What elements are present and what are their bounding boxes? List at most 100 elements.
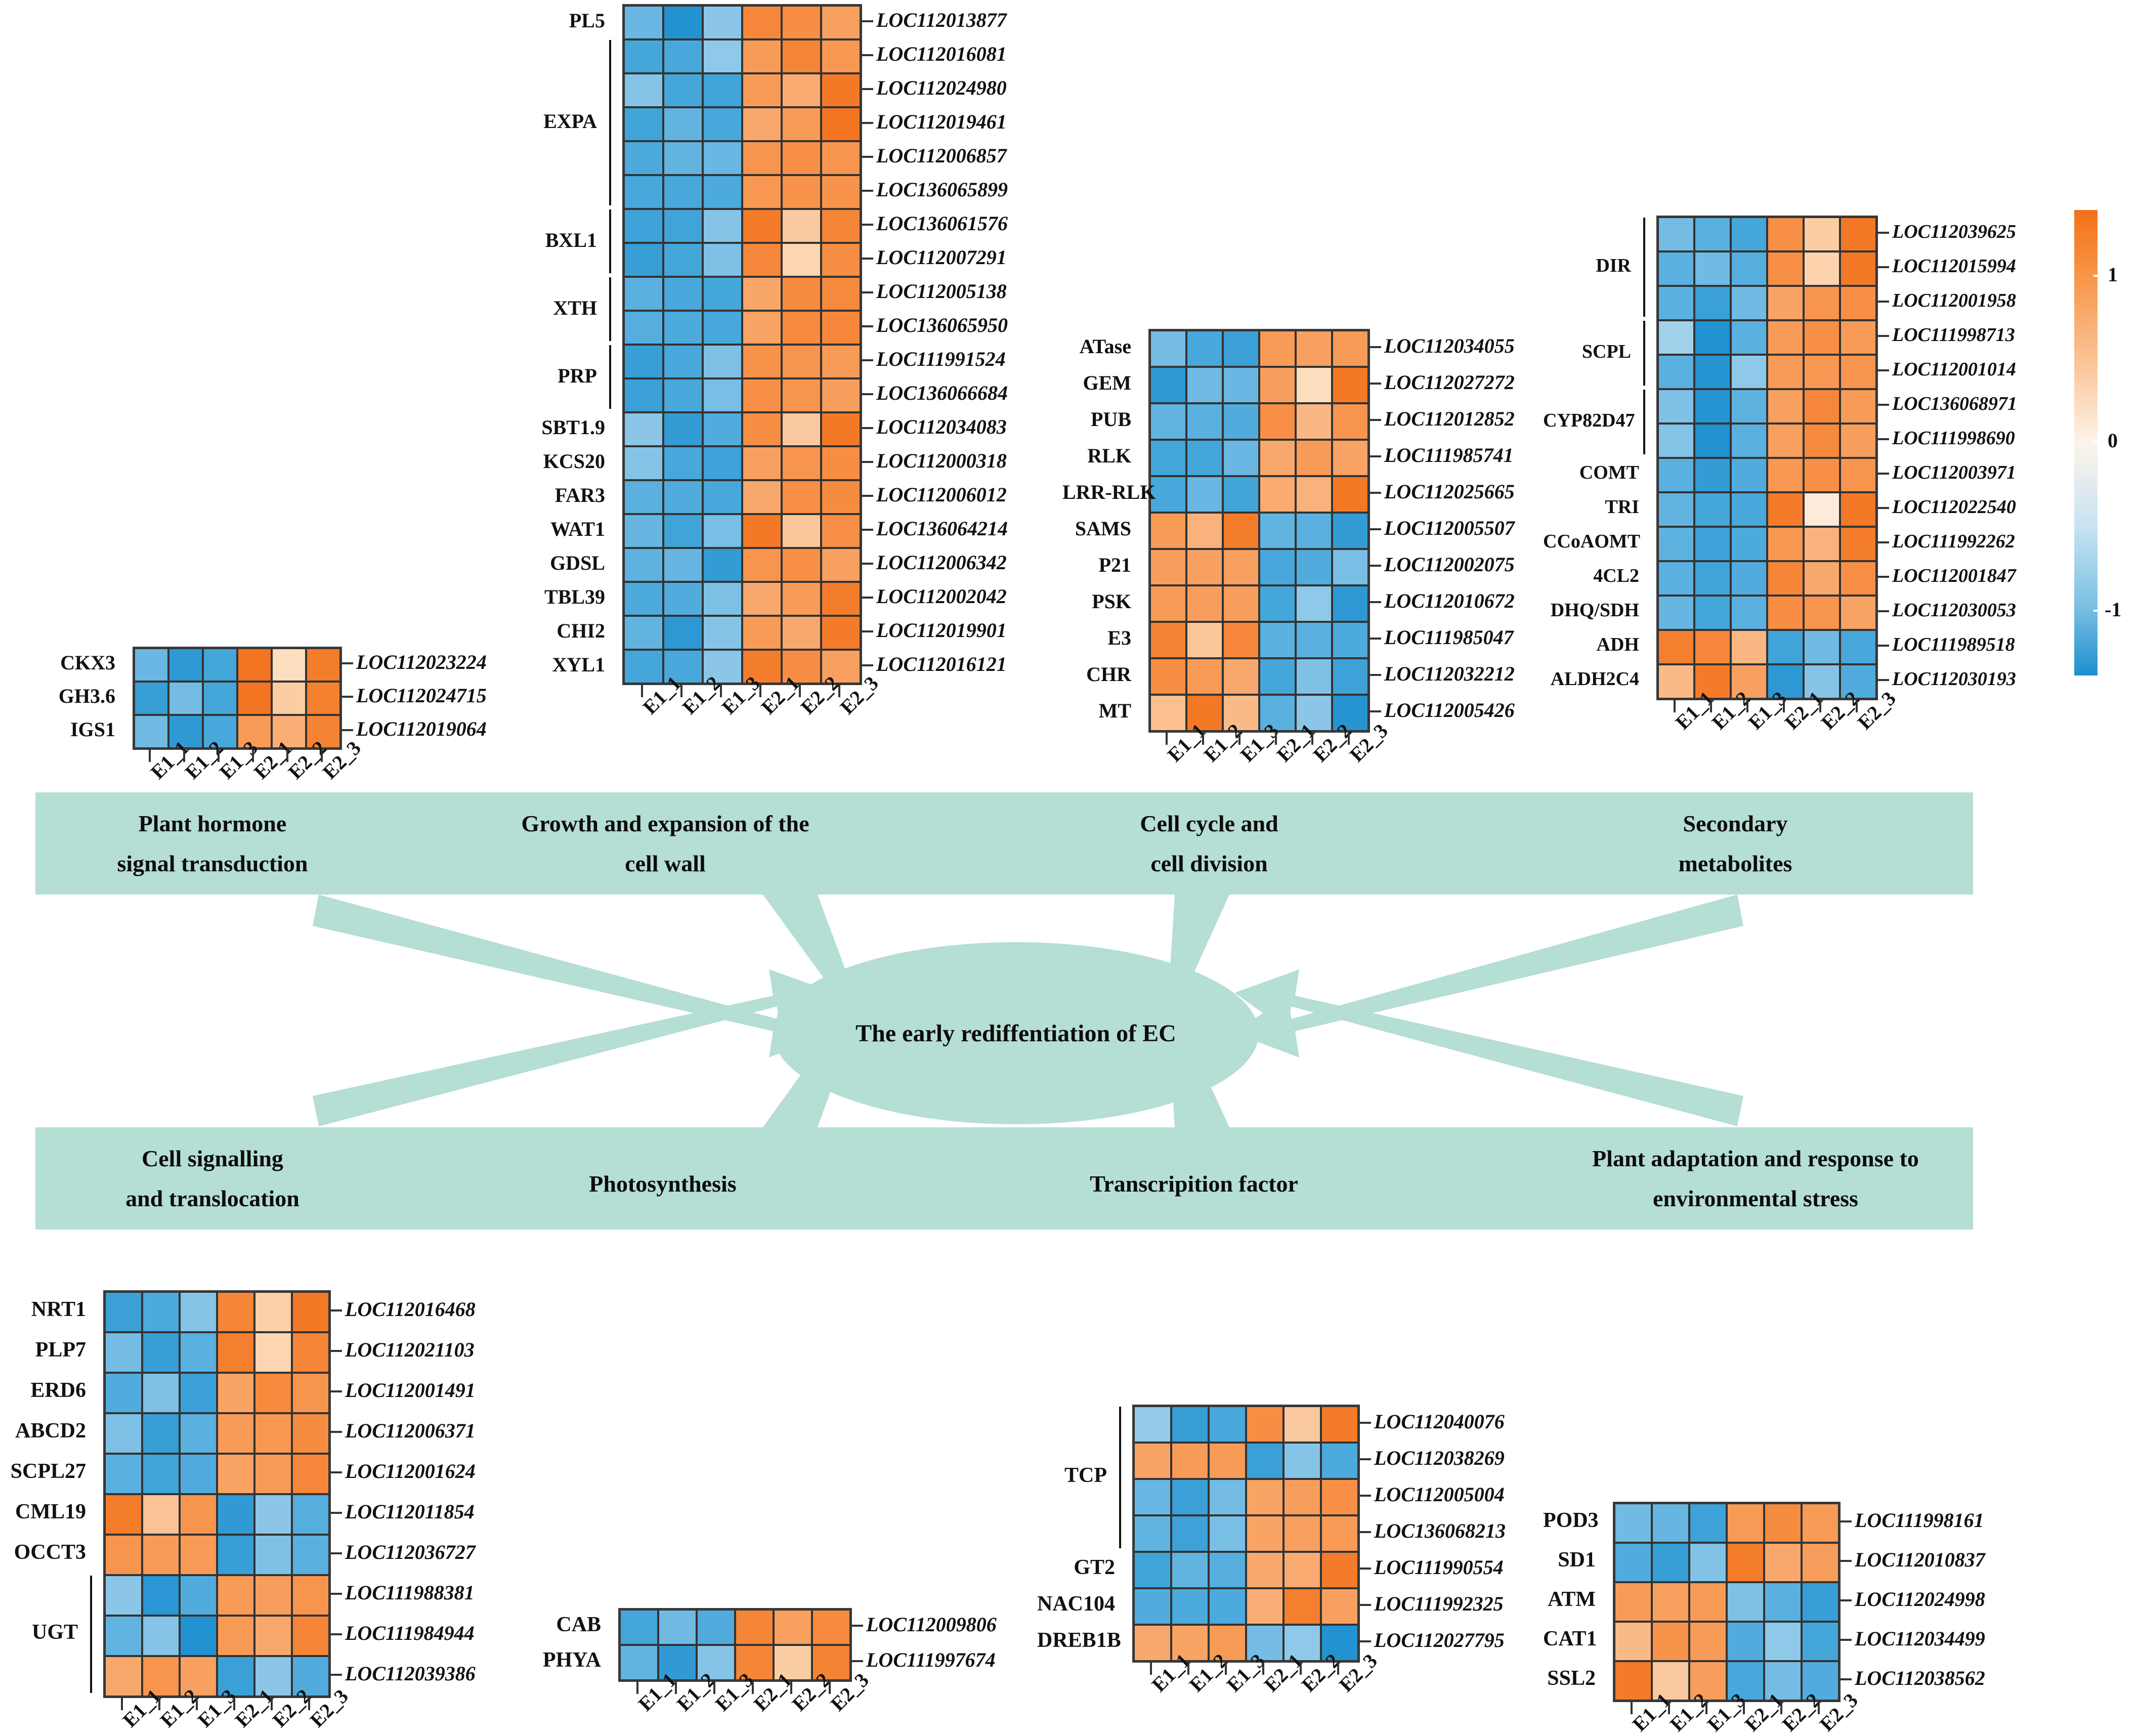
heatmap-cell: [1694, 561, 1731, 596]
heatmap-cell: [1764, 1503, 1802, 1543]
heatmap-cell: [142, 1575, 180, 1616]
axis-tick: [1819, 699, 1821, 712]
axis-tick: [720, 684, 722, 697]
locus-tick: [862, 291, 873, 293]
heatmap-cell: [254, 1332, 292, 1373]
heatmap-cell: [1332, 476, 1368, 513]
axis-tick: [1187, 1662, 1189, 1675]
heatmap-cell: [292, 1535, 329, 1575]
heatmap-cell: [703, 412, 742, 446]
heatmap-cell: [663, 73, 703, 107]
heatmap-cell: [292, 1494, 329, 1535]
axis-tick: [1631, 1701, 1633, 1714]
heatmap-cell: [624, 141, 663, 175]
heatmap-cell: [237, 682, 272, 715]
heatmap-cell: [1296, 513, 1332, 549]
group-label: SCPL: [1581, 341, 1631, 362]
group-bracket: [609, 40, 611, 205]
locus-label: LOC112019461: [876, 110, 1007, 133]
locus-tick: [1878, 610, 1889, 612]
heatmap-cell: [105, 1656, 142, 1697]
locus-tick: [862, 562, 873, 565]
locus-label: LOC112030053: [1892, 599, 2016, 621]
axis-tick: [1674, 699, 1676, 712]
row-label: SD1: [1558, 1548, 1596, 1572]
heatmap-cell: [812, 1610, 850, 1645]
heatmap-cell: [663, 480, 703, 514]
heatmap-cell: [620, 1645, 658, 1680]
locus-label: LOC112019064: [356, 717, 487, 741]
heatmap-cell: [1150, 695, 1186, 731]
locus-label: LOC136068213: [1374, 1519, 1506, 1543]
heatmap-cell: [1171, 1552, 1209, 1588]
axis-tick: [271, 1697, 273, 1710]
locus-label: LOC112039386: [345, 1662, 476, 1685]
heatmap-cell: [782, 311, 821, 345]
heatmap-cell: [782, 378, 821, 412]
axis-tick: [149, 749, 151, 762]
row-label: DREB1B: [1037, 1628, 1121, 1652]
heatmap-cell: [821, 277, 861, 311]
axis-tick: [158, 1697, 160, 1710]
axis-tick: [1705, 1701, 1707, 1714]
heatmap-cell: [134, 715, 168, 748]
heatmap-cell: [1694, 630, 1731, 664]
locus-tick: [862, 257, 873, 260]
heatmap-cell: [1689, 1503, 1727, 1543]
heatmap-cell: [1764, 1582, 1802, 1622]
heatmap-cell: [105, 1535, 142, 1575]
locus-label: LOC112016081: [876, 42, 1007, 65]
heatmap-cell: [782, 345, 821, 378]
heatmap-cell: [1259, 367, 1296, 403]
heatmap-cell: [1246, 1552, 1284, 1588]
heatmap-cell: [1840, 527, 1876, 561]
heatmap-cell: [1804, 286, 1840, 320]
axis-tick: [799, 684, 801, 697]
heatmap-cell: [658, 1610, 697, 1645]
locus-tick: [331, 1390, 342, 1392]
heatmap-cell: [742, 107, 782, 141]
locus-tick: [862, 325, 873, 327]
heatmap-cell: [1658, 596, 1694, 630]
locus-label: LOC136065899: [876, 178, 1008, 201]
heatmap-cell: [254, 1575, 292, 1616]
heatmap-cell: [1150, 585, 1186, 622]
heatmap-cell: [624, 480, 663, 514]
heatmap-cell: [1246, 1406, 1284, 1443]
heatmap-cell: [782, 141, 821, 175]
heatmap-cell: [1223, 403, 1259, 440]
locus-tick: [862, 630, 873, 632]
top-banner: [35, 792, 1973, 895]
locus-label: LOC112006342: [876, 551, 1007, 574]
heatmap-cell: [1614, 1582, 1652, 1622]
heatmap-cell: [1802, 1543, 1839, 1582]
heatmap-cell: [1171, 1515, 1209, 1552]
heatmap-cell: [1134, 1588, 1171, 1625]
heatmap-cell: [1186, 513, 1223, 549]
heatmap-cell: [821, 616, 861, 650]
heatmap-cell: [1767, 286, 1804, 320]
heatmap-cell: [1767, 320, 1804, 355]
axis-tick: [1743, 1701, 1745, 1714]
locus-tick: [862, 359, 873, 361]
locus-label: LOC136061576: [876, 211, 1008, 235]
locus-tick: [1370, 710, 1381, 712]
heatmap-cell: [237, 648, 272, 682]
heatmap-cell: [1332, 695, 1368, 731]
locus-tick: [331, 1431, 342, 1433]
heatmap-cell: [703, 548, 742, 582]
heatmap-cell: [1321, 1406, 1358, 1443]
heatmap-cell: [254, 1494, 292, 1535]
locus-tick: [331, 1350, 342, 1352]
heatmap-cell: [1332, 440, 1368, 476]
row-label: CAB: [556, 1613, 601, 1636]
locus-tick: [862, 88, 873, 90]
row-label: IGS1: [70, 718, 115, 741]
colorbar-label-0: 0: [2108, 429, 2118, 452]
heatmap-cell: [1186, 695, 1223, 731]
locus-tick: [862, 54, 873, 56]
heatmap-cell: [703, 582, 742, 616]
heatmap-cell: [742, 243, 782, 277]
axis-tick: [636, 1681, 638, 1694]
locus-label: LOC112038562: [1855, 1667, 1985, 1690]
